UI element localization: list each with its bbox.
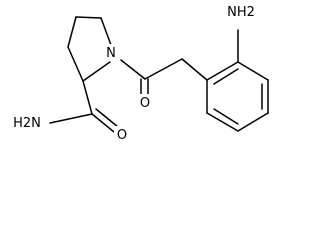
ring-nitrogen-label-bg [103, 44, 119, 61]
benzene-bond-1 [206, 61, 239, 81]
benzene-bond-4 [237, 112, 269, 132]
bond-c2-amide-carbon [82, 80, 93, 115]
ring-bond-n-c2 [82, 61, 111, 82]
benzene-bond-5 [206, 112, 239, 132]
structure-diagram-canvas: N O O H2N NH2 [5, 1, 269, 143]
ring-bond-c5-n [100, 17, 112, 46]
ring-bond-c2-c3 [67, 46, 84, 82]
amide-nh2-label: H2N [13, 116, 41, 131]
benzene-bond-2 [237, 61, 269, 81]
amide-oxygen-label: O [117, 128, 127, 143]
benzene-double-bond-1 [213, 68, 239, 85]
ring-bond-c4-c5 [75, 16, 102, 19]
carbonyl-oxygen-label: O [140, 96, 150, 111]
structure-diagram: N O O H2N NH2 [5, 1, 269, 143]
aniline-nh2-label-bg [220, 1, 262, 25]
bond-amide-carbonyl-b [95, 108, 119, 128]
benzene-double-bond-3 [213, 108, 239, 125]
bond-n-acyl-carbon [120, 59, 146, 80]
ring-nitrogen-label: N [106, 46, 116, 61]
bond-ch2-aryl [181, 58, 208, 81]
amide-oxygen-label-bg [114, 126, 130, 143]
bond-amide-carbon-nh2 [49, 113, 93, 124]
ring-bond-c3-c4 [67, 16, 77, 48]
amide-nh2-label-bg [5, 113, 49, 131]
carbonyl-oxygen-label-bg [136, 94, 152, 111]
bond-acyl-carbon-ch2 [144, 58, 183, 80]
aniline-nh2-label: NH2 [227, 5, 255, 20]
bond-amide-carbonyl-a [91, 113, 115, 133]
